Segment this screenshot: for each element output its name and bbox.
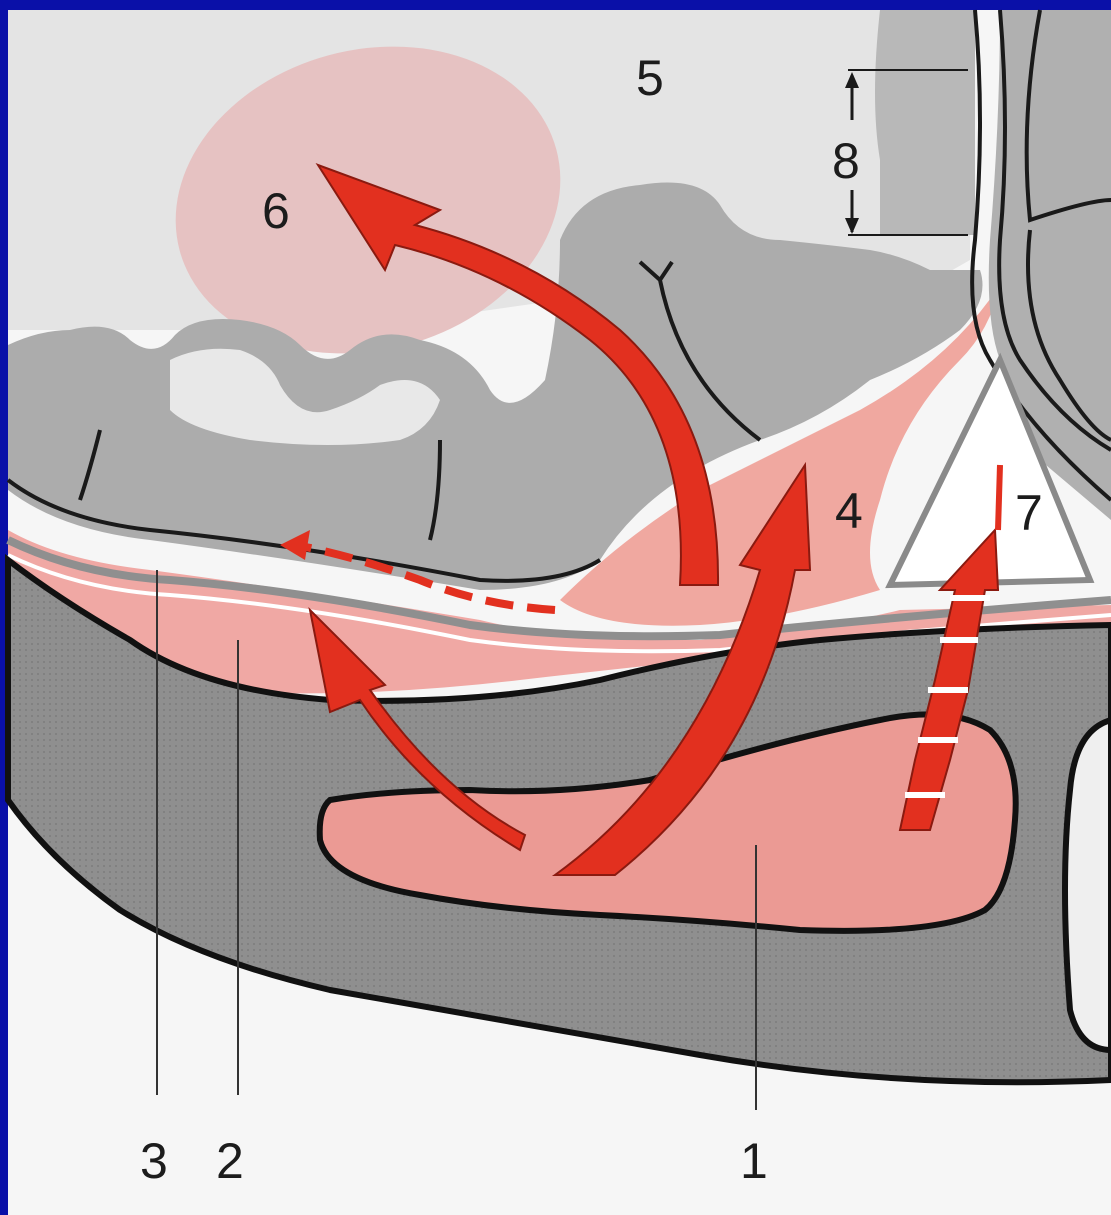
label-8: 8 bbox=[832, 133, 860, 189]
label-5: 5 bbox=[636, 50, 664, 106]
label-6: 6 bbox=[262, 183, 290, 239]
label-7: 7 bbox=[1015, 485, 1043, 541]
label-1: 1 bbox=[740, 1133, 768, 1189]
right-structure bbox=[1065, 720, 1111, 1050]
label-2: 2 bbox=[216, 1133, 244, 1189]
label-4: 4 bbox=[835, 483, 863, 539]
right-upper-organ bbox=[875, 10, 975, 235]
label-3: 3 bbox=[140, 1133, 168, 1189]
